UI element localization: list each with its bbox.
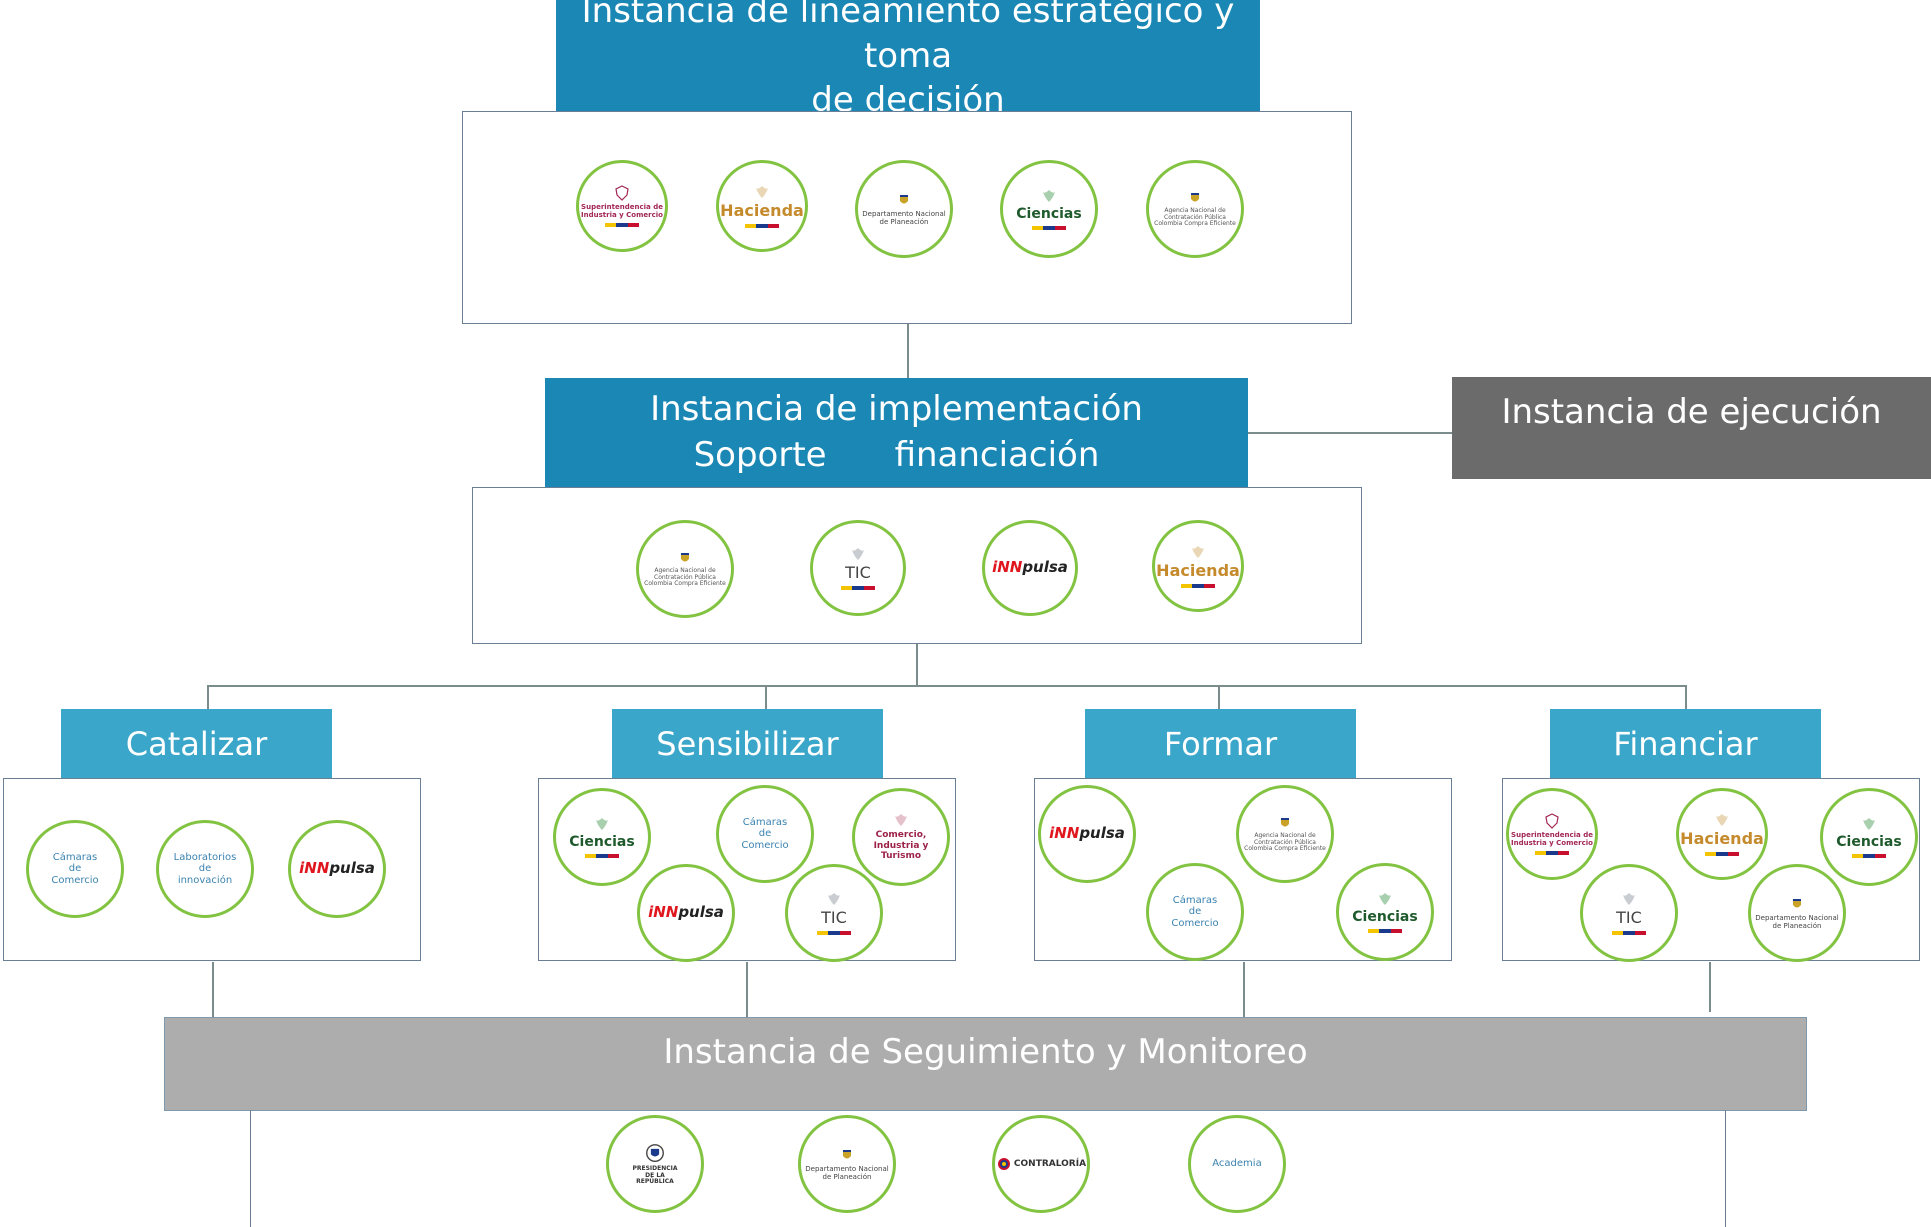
connector-line — [207, 685, 209, 709]
execution-header: Instancia de ejecución — [1452, 377, 1931, 479]
colombia-compra-logo: Agencia Nacional de Contratación Pública… — [636, 520, 734, 618]
shield-icon — [1545, 813, 1559, 829]
tic-logo: TIC — [785, 864, 883, 962]
connector-line — [916, 643, 918, 686]
hacienda-logo: Hacienda — [716, 160, 808, 252]
presidencia-logo: PRESIDENCIA DE LA REPÚBLICA — [606, 1115, 704, 1213]
condor-icon — [1863, 817, 1875, 830]
camaras-logo: Cámaras de Comercio — [26, 820, 124, 918]
condor-icon — [1379, 892, 1391, 905]
connector-line — [907, 323, 909, 378]
connector-line — [1247, 432, 1452, 434]
camaras-logo: Cámaras de Comercio — [1146, 863, 1244, 961]
contraloria-logo: CONTRALORÍA — [992, 1115, 1090, 1213]
catalizar-header: Catalizar — [61, 709, 332, 778]
contraloria-icon — [997, 1158, 1010, 1170]
colombia-compra-logo: Agencia Nacional de Contratación Pública… — [1236, 785, 1334, 883]
innpulsa-logo: iNNpulsa — [637, 864, 735, 962]
strategic-header-line1: Instancia de lineamiento estratégico y t… — [581, 0, 1235, 76]
innpulsa-logo: iNNpulsa — [288, 820, 386, 918]
condor-icon — [1043, 189, 1055, 202]
hacienda-logo: Hacienda — [1152, 520, 1244, 612]
monitoring-logos-box — [250, 1110, 1726, 1227]
condor-icon — [1716, 813, 1728, 826]
connector-line — [1218, 685, 1220, 709]
formar-header: Formar — [1085, 709, 1356, 778]
connector-line — [765, 685, 767, 709]
coat-of-arms-icon — [1281, 817, 1289, 827]
financiar-header: Financiar — [1550, 709, 1821, 778]
connector-line — [746, 962, 748, 1017]
condor-icon — [756, 185, 768, 198]
connector-line — [207, 685, 1687, 687]
tic-logo: TIC — [810, 520, 906, 616]
condor-icon — [852, 547, 864, 560]
hacienda-logo: Hacienda — [1676, 788, 1768, 880]
monitoring-header: Instancia de Seguimiento y Monitoreo — [164, 1017, 1807, 1111]
coat-of-arms-icon — [900, 194, 908, 204]
ciencias-logo: Ciencias — [553, 788, 651, 886]
sic-logo: Superintendencia de Industria y Comercio — [1506, 788, 1598, 880]
connector-line — [1685, 685, 1687, 709]
dnp-logo: Departamento Nacional de Planeación — [855, 160, 953, 258]
condor-icon — [1623, 892, 1635, 905]
condor-icon — [1192, 545, 1204, 558]
tic-logo: TIC — [1580, 864, 1678, 962]
coat-of-arms-icon — [1793, 898, 1801, 908]
connector-line — [1243, 962, 1245, 1017]
condor-icon — [596, 817, 608, 830]
connector-line — [1709, 962, 1711, 1012]
sensibilizar-header: Sensibilizar — [612, 709, 883, 778]
coat-of-arms-icon — [646, 1143, 664, 1162]
coat-of-arms-icon — [843, 1149, 851, 1159]
innpulsa-logo: iNNpulsa — [982, 520, 1078, 616]
condor-icon — [895, 814, 907, 827]
innpulsa-logo: iNNpulsa — [1038, 785, 1136, 883]
colombia-compra-logo: Agencia Nacional de Contratación Pública… — [1146, 160, 1244, 258]
dnp-logo: Departamento Nacional de Planeación — [798, 1115, 896, 1213]
comercio-logo: Comercio, Industria y Turismo — [852, 788, 950, 886]
connector-line — [212, 962, 214, 1017]
sic-logo: Superintendencia de Industria y Comercio — [576, 160, 668, 252]
dnp-logo: Departamento Nacional de Planeación — [1748, 864, 1846, 962]
shield-icon — [615, 185, 629, 201]
ciencias-logo: Ciencias — [1336, 863, 1434, 961]
strategic-header: Instancia de lineamiento estratégico y t… — [556, 0, 1260, 120]
laboratorios-logo: Laboratorios de innovación — [156, 820, 254, 918]
ciencias-logo: Ciencias — [1000, 160, 1098, 258]
condor-icon — [828, 892, 840, 905]
ciencias-logo: Ciencias — [1820, 788, 1918, 886]
implementation-header-line1: Instancia de implementación — [650, 389, 1143, 430]
academia-logo: Academia — [1188, 1115, 1286, 1213]
coat-of-arms-icon — [681, 552, 689, 562]
coat-of-arms-icon — [1191, 192, 1199, 202]
camaras-logo: Cámaras de Comercio — [716, 785, 814, 883]
